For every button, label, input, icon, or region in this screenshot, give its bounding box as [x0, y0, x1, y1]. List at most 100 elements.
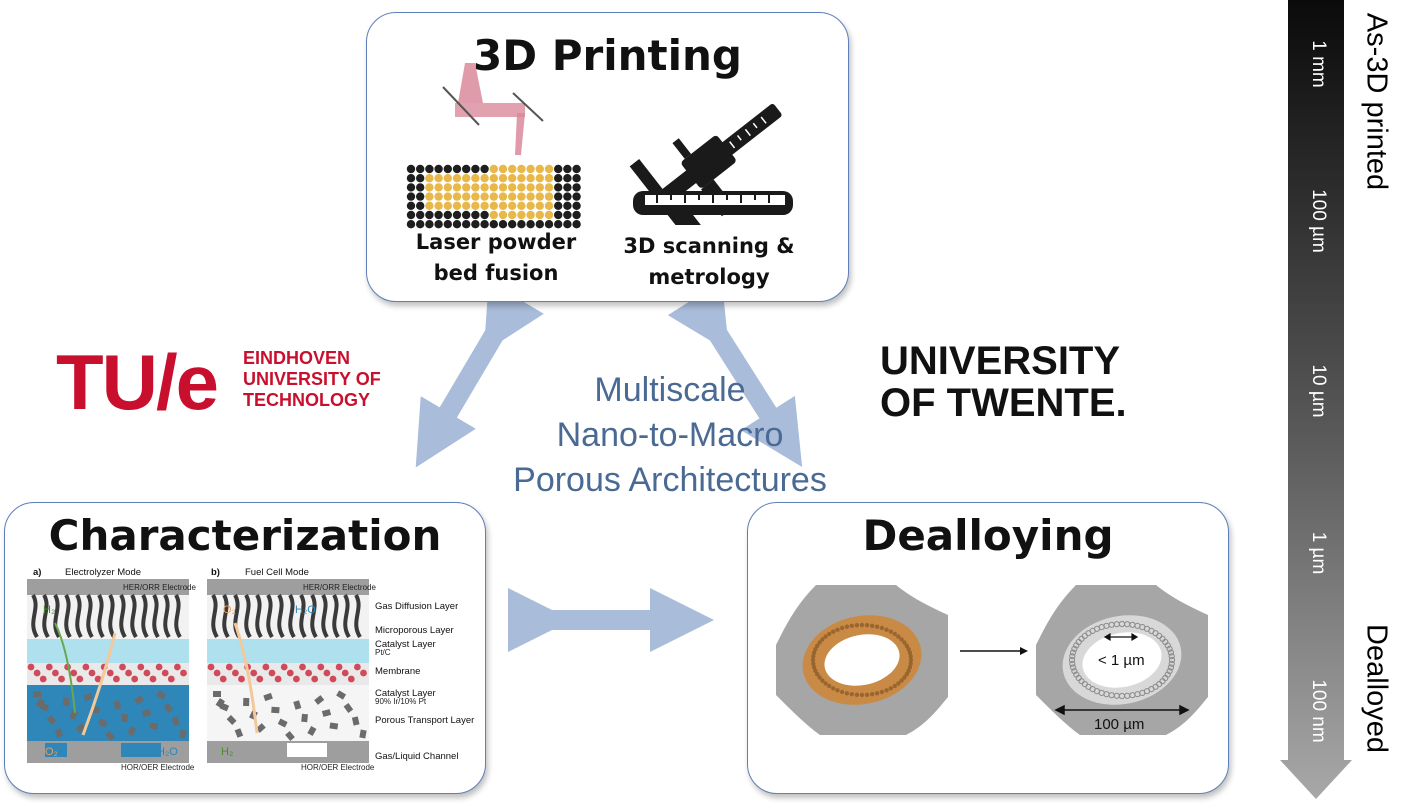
fiber — [288, 594, 296, 639]
ligament — [892, 683, 897, 689]
powder-particle — [416, 220, 425, 229]
ligament — [1167, 649, 1174, 656]
fiber — [130, 594, 138, 639]
bottom-electrode-label-b: HOR/OER Electrode — [301, 763, 375, 772]
powder-particle — [480, 220, 489, 229]
powder-particle — [526, 201, 535, 210]
ptl-particle — [329, 722, 339, 730]
ptl-particle — [234, 728, 244, 738]
powder-particle — [498, 183, 508, 192]
catalyst-particle — [219, 675, 227, 683]
catalyst-particle — [52, 669, 59, 677]
ligament — [902, 675, 907, 680]
powder-particle — [572, 192, 581, 201]
ptl-particle — [127, 726, 137, 736]
catalyst-particle — [311, 675, 319, 683]
powder-particle — [462, 192, 471, 201]
powder-particle — [480, 164, 489, 174]
ligament — [810, 657, 816, 663]
scale-tick-label: 100 µm — [1308, 189, 1329, 253]
ptl-particle — [141, 709, 152, 717]
fiber — [174, 594, 182, 639]
powder-particle — [416, 201, 425, 210]
catalyst-particle — [39, 675, 47, 683]
ligament — [1164, 642, 1171, 649]
ligament — [854, 623, 860, 628]
ligament — [1070, 664, 1077, 671]
ut-name-line: UNIVERSITY — [880, 339, 1121, 383]
powder-particle — [508, 210, 517, 220]
powder-particle — [443, 192, 452, 201]
ligament — [864, 623, 870, 628]
fiber — [152, 594, 160, 639]
catalyst-particle — [256, 675, 264, 683]
powder-particle — [471, 183, 480, 192]
caption-laser-powder-bed-fusion: Laser powder bed fusion — [403, 227, 589, 289]
length-scale-bar — [1280, 0, 1352, 799]
powder-particle — [517, 210, 526, 220]
catalyst-particle — [143, 669, 151, 677]
powder-particle — [554, 192, 563, 201]
ligament — [831, 686, 836, 691]
ptl-particle — [336, 690, 347, 700]
powder-particle — [526, 164, 535, 174]
ligament — [815, 672, 820, 677]
powder-particle — [434, 183, 443, 192]
ligament — [835, 627, 840, 632]
powder-particle — [443, 210, 452, 220]
ligament — [839, 625, 845, 631]
powder-particle — [563, 220, 572, 229]
powder-particle — [508, 192, 517, 201]
electrolyzer-schematic: HER/ORR Electrode HOR/OER Electrode H₂ O… — [27, 579, 196, 772]
powder-particle — [416, 192, 425, 201]
powder-particle — [498, 192, 508, 201]
catalyst-particle — [213, 669, 221, 677]
ligament — [859, 692, 865, 698]
fiber — [277, 594, 285, 639]
ligament — [1073, 671, 1080, 678]
powder-particle — [462, 220, 471, 229]
powder-particle — [517, 164, 526, 174]
panel-title-3d-printing: 3D Printing — [473, 31, 742, 80]
ptl-particle — [134, 695, 145, 705]
fiber — [86, 594, 94, 639]
ptl-particle — [226, 715, 237, 725]
ligament — [1068, 656, 1076, 664]
powder-particle — [489, 164, 498, 174]
powder-particle — [498, 201, 508, 210]
caption-line: metrology — [648, 265, 770, 289]
ligament — [811, 650, 817, 655]
ptl-particle — [343, 703, 354, 713]
fuel-cell-schematic: HER/ORR Electrode HOR/OER Electrode O₂ H… — [207, 579, 376, 772]
catalyst-particle — [207, 663, 215, 671]
catalyst-note: 90% Ir/10% Pt — [375, 697, 427, 706]
powder-particle — [535, 164, 544, 174]
ligament — [811, 654, 816, 659]
fiber — [211, 594, 219, 639]
catalyst-particle — [268, 669, 276, 677]
powder-particle — [572, 220, 581, 229]
ligament — [907, 665, 913, 670]
powder-particle — [572, 201, 581, 210]
powder-particle — [526, 183, 535, 192]
powder-particle — [535, 201, 544, 210]
powder-particle — [544, 210, 554, 220]
powder-particle — [572, 183, 581, 192]
caption-3d-scanning-metrology: 3D scanning & metrology — [619, 231, 799, 293]
catalyst-particle — [113, 675, 120, 683]
catalyst-particle — [335, 663, 343, 671]
catalyst-particle — [354, 663, 361, 671]
powder-particle — [406, 192, 416, 201]
scale-tick-label: 100 nm — [1308, 679, 1329, 743]
tue-logo: TU/e — [56, 343, 219, 421]
fiber — [108, 594, 116, 639]
powder-particle — [544, 164, 554, 174]
ptl-particle — [243, 697, 250, 707]
powder-particle — [544, 183, 554, 192]
powder-particle — [508, 174, 517, 183]
powder-particle — [471, 192, 480, 201]
fiber — [266, 594, 274, 639]
ligament — [827, 683, 832, 689]
catalyst-particle — [250, 669, 258, 677]
catalyst-particle — [317, 663, 325, 671]
